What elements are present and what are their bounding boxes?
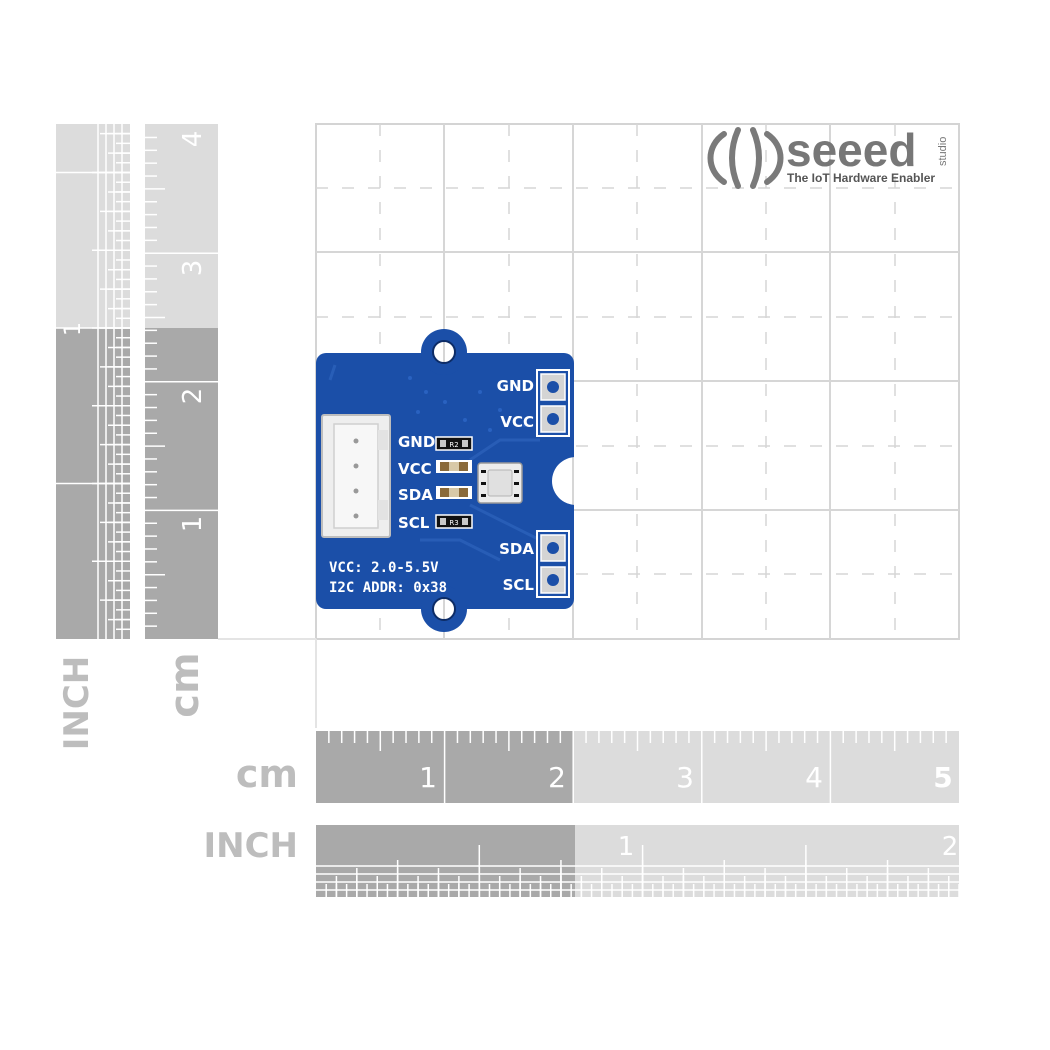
board-spec-voltage: VCC: 2.0-5.5V — [329, 560, 439, 576]
smd-components: R2 R3 — [435, 436, 473, 529]
logo-tagline: The IoT Hardware Enabler — [787, 171, 935, 185]
horizontal-inch-ruler: 1 2 — [316, 825, 960, 897]
connector-label-vcc: VCC — [398, 460, 432, 478]
right-pin-header-top — [536, 369, 570, 437]
seeed-logo: seeed studio The IoT Hardware Enabler — [707, 124, 949, 189]
vertical-inch-number: 1 — [61, 322, 86, 336]
right-pin-label-sda: SDA — [499, 540, 534, 558]
mount-hole-top — [432, 340, 456, 364]
connector-label-scl: SCL — [398, 514, 430, 532]
horizontal-inch-number-2: 2 — [942, 832, 959, 862]
horizontal-inch-number-1: 1 — [618, 832, 635, 862]
component-mark-r2: R2 — [449, 441, 458, 449]
horizontal-cm-number-3: 3 — [676, 761, 694, 794]
horizontal-cm-ruler: 1 2 3 4 5 — [316, 731, 959, 803]
horizontal-inch-unit-label: INCH — [203, 826, 298, 866]
connector-label-gnd: GND — [398, 433, 435, 451]
horizontal-cm-number-1: 1 — [419, 761, 437, 794]
grove-connector — [321, 414, 391, 538]
mount-hole-bottom — [432, 597, 456, 621]
vertical-cm-number-3: 3 — [178, 260, 208, 277]
logo-brand: seeed — [786, 124, 916, 176]
seeed-leaf-icon — [707, 127, 784, 189]
board-spec-i2c-address: I2C ADDR: 0x38 — [329, 580, 447, 596]
right-pin-header-bottom — [536, 530, 570, 598]
vertical-inch-ruler: 1 — [56, 124, 130, 639]
vertical-cm-ruler: 1 2 3 4 — [145, 124, 218, 639]
measurement-grid — [218, 123, 960, 728]
vertical-inch-unit-label: INCH — [57, 656, 97, 751]
horizontal-cm-number-5: 5 — [933, 761, 952, 794]
connector-label-sda: SDA — [398, 486, 433, 504]
humidity-sensor-chip — [477, 462, 523, 504]
component-mark-r3: R3 — [449, 519, 458, 527]
vertical-cm-unit-label: cm — [162, 652, 208, 717]
horizontal-cm-number-2: 2 — [548, 761, 566, 794]
vertical-cm-number-1: 1 — [178, 516, 208, 533]
right-pin-label-scl: SCL — [503, 576, 535, 594]
horizontal-cm-unit-label: cm — [236, 752, 298, 796]
logo-sub: studio — [937, 137, 949, 166]
horizontal-cm-number-4: 4 — [805, 761, 823, 794]
right-pin-label-gnd: GND — [497, 377, 534, 395]
vertical-cm-number-4: 4 — [178, 131, 208, 148]
right-pin-label-vcc: VCC — [500, 413, 534, 431]
vertical-cm-number-2: 2 — [178, 388, 208, 405]
